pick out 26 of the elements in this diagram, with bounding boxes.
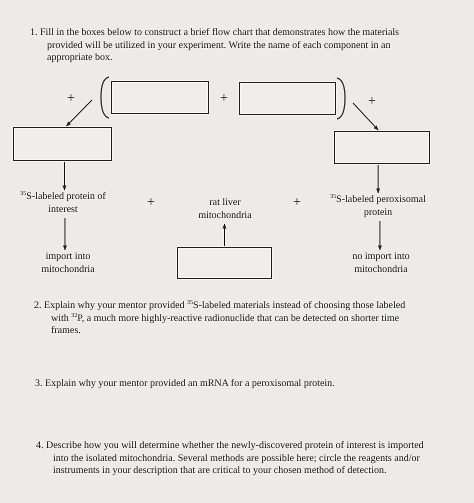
- arrow: [352, 102, 379, 130]
- plus-sign: +: [220, 92, 228, 106]
- plus-sign: +: [368, 95, 376, 109]
- answer-box: [334, 131, 430, 164]
- flow-step-text: $^{35}$S-labeled peroxisomal protein: [330, 194, 426, 220]
- flow-step-text: import into mitochondria: [35, 251, 101, 277]
- answer-box: [111, 81, 209, 114]
- flow-step-text: rat liver mitochondria: [190, 197, 260, 223]
- arrow: [66, 100, 92, 126]
- answer-box: [177, 247, 272, 279]
- flow-step-text: no import into mitochondria: [343, 251, 419, 277]
- arrow: [376, 164, 380, 194]
- flow-step-text: $^{35}$S-labeled protein of interest: [14, 191, 112, 217]
- plus-sign: +: [293, 196, 301, 210]
- plus-sign: +: [67, 92, 75, 106]
- answer-box: [13, 127, 112, 161]
- question-text: 3. Explain why your mentor provided an mRNA for a peroxisomal protein.: [35, 378, 336, 390]
- question-text: 2. Explain why your mentor provided $^{35}$S-labeled materials instead of choosing those labeled with $^{32}$P, a much more highly-reactive radionuclide that can be detected on shorter time frames.: [34, 300, 406, 338]
- question-text: 4. Describe how you will determine whether the newly-discovered protein of interest is imported into the isolated mitochondria. Several methods are possible here; circle the reagents and/or instruments in your description that are critical to your chosen method of detection.: [36, 440, 425, 478]
- question-text: 1. Fill in the boxes below to construct a brief flow chart that demonstrates how the materials provided will be utilized in your experiment. Write the name of each component in an appropriate box.: [30, 27, 400, 64]
- arrow: [222, 224, 226, 246]
- arrow: [378, 220, 382, 250]
- answer-box: [239, 82, 336, 115]
- plus-sign: +: [147, 196, 155, 210]
- arrow: [62, 162, 66, 190]
- arrow: [62, 218, 67, 250]
